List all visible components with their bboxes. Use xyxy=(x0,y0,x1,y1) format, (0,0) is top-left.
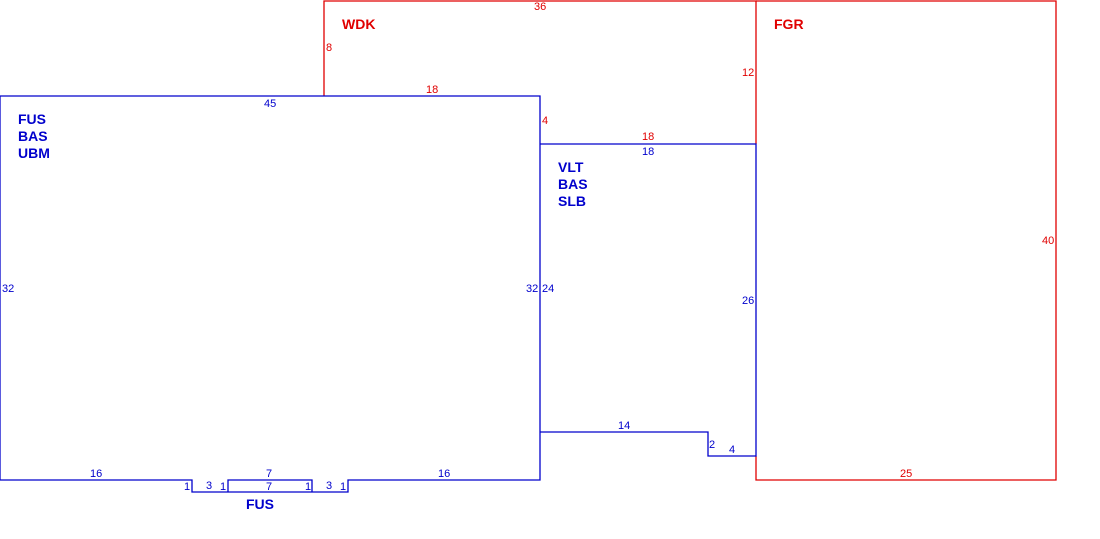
wdk-area xyxy=(323,0,757,144)
dim-fgr-right: 40 xyxy=(1042,235,1054,247)
wing-label-3: SLB xyxy=(558,193,586,209)
main-label-1: FUS xyxy=(18,111,46,127)
dim-wdk-right-lower: 4 xyxy=(542,115,548,127)
dim-wdk-bottom: 18 xyxy=(426,84,438,96)
main-outline xyxy=(0,95,541,493)
main-area xyxy=(0,95,541,493)
wdk-label: WDK xyxy=(342,16,375,32)
dim-bump-top: 7 xyxy=(266,468,272,480)
wing-label-2: BAS xyxy=(558,176,588,192)
dim-bump-bottom: 7 xyxy=(266,481,272,493)
dim-wing-bottom: 14 xyxy=(618,420,630,432)
bump-label: FUS xyxy=(246,496,274,512)
dim-wing-left: 24 xyxy=(542,283,554,295)
dim-wing-top: 18 xyxy=(642,146,654,158)
wing-label-1: VLT xyxy=(558,159,584,175)
dim-wdk-mid: 18 xyxy=(642,131,654,143)
dim-wdk-right: 12 xyxy=(742,67,754,79)
dim-wing-step: 2 xyxy=(709,439,715,451)
fgr-outline xyxy=(755,0,1057,481)
dim-bump-step-right: 1 xyxy=(340,481,346,493)
dim-wing-right: 26 xyxy=(742,295,754,307)
dim-main-bottom-left: 16 xyxy=(90,468,102,480)
dim-fgr-bottom: 25 xyxy=(900,468,912,480)
dim-main-right: 32 xyxy=(526,283,538,295)
dim-wdk-top: 36 xyxy=(534,1,546,13)
fgr-label: FGR xyxy=(774,16,804,32)
dim-bump-inner-left: 1 xyxy=(220,481,226,493)
wing-outline xyxy=(540,143,757,457)
dim-wing-foot: 4 xyxy=(729,444,735,456)
dim-bump-run-right: 3 xyxy=(326,480,332,492)
fgr-area xyxy=(755,0,1057,481)
dim-bump-step-left: 1 xyxy=(184,481,190,493)
dim-main-top: 45 xyxy=(264,98,276,110)
dim-main-left: 32 xyxy=(2,283,14,295)
dim-main-bottom-right: 16 xyxy=(438,468,450,480)
main-label-2: BAS xyxy=(18,128,48,144)
wdk-outline xyxy=(323,0,757,144)
dim-bump-inner-right: 1 xyxy=(305,481,311,493)
main-label-3: UBM xyxy=(18,145,50,161)
wing-area xyxy=(540,143,757,457)
dim-wdk-left: 8 xyxy=(326,42,332,54)
bump-inner-outline xyxy=(227,479,313,492)
dim-bump-run-left: 3 xyxy=(206,480,212,492)
